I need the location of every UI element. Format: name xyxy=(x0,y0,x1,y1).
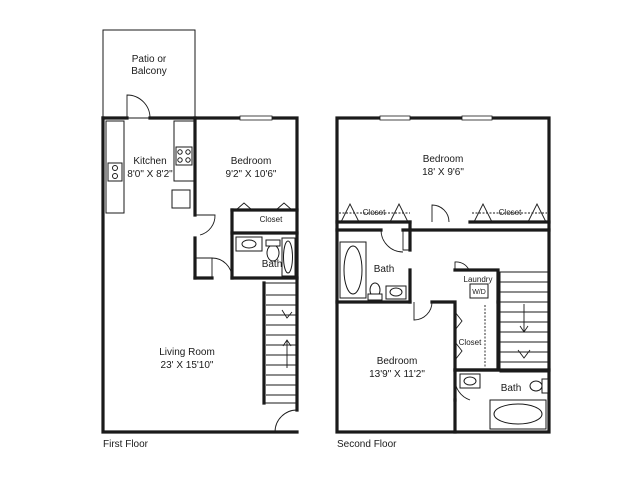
bath-sink xyxy=(235,236,263,252)
laundry-door xyxy=(454,261,470,271)
bedroom-door xyxy=(195,214,216,236)
bottom-bedroom-size: 13'9" X 11'2" xyxy=(369,369,425,380)
bottom-bedroom-label: Bedroom xyxy=(377,356,418,367)
fridge xyxy=(171,189,191,209)
third-bath-sink xyxy=(459,373,481,389)
top-bedroom-window-right xyxy=(461,115,493,121)
stair-treads-second xyxy=(500,281,549,363)
living-room-size: 23' X 15'10" xyxy=(161,360,214,371)
first-bath-label: Bath xyxy=(262,259,283,270)
stair-arrow-up xyxy=(282,339,292,368)
second-floor-caption: Second Floor xyxy=(337,439,397,450)
middle-closet-doors xyxy=(454,311,463,361)
washer-dryer-label: W/D xyxy=(472,289,486,296)
closet-right-doors xyxy=(473,202,547,223)
closet-left-label: Closet xyxy=(363,208,386,217)
first-bedroom-label: Bedroom xyxy=(231,156,272,167)
first-bedroom-size: 9'2" X 10'6" xyxy=(226,169,277,180)
top-bedroom-door xyxy=(431,204,450,223)
top-bedroom-label: Bedroom xyxy=(423,154,464,165)
bath-door xyxy=(211,257,233,279)
second-floor-plan xyxy=(335,115,551,434)
top-bedroom-window-left xyxy=(379,115,411,121)
stove xyxy=(175,146,193,166)
first-floor-outer-wall-left xyxy=(101,116,299,434)
closet-doors xyxy=(235,202,293,211)
patio-label-line2: Balcony xyxy=(131,66,167,77)
stair-break xyxy=(281,309,293,319)
living-room-label: Living Room xyxy=(159,347,215,358)
front-door xyxy=(274,409,298,433)
first-closet-label: Closet xyxy=(260,215,283,224)
closet-left-doors xyxy=(340,202,409,223)
bedroom-window xyxy=(239,115,273,121)
stair-break-second xyxy=(517,349,531,359)
third-bath-label: Bath xyxy=(501,383,522,394)
second-bath-label: Bath xyxy=(374,264,395,275)
bottom-bedroom-door xyxy=(413,301,433,321)
washer-dryer xyxy=(469,283,489,299)
third-toilet xyxy=(529,380,543,392)
stair-arrow-down xyxy=(519,304,529,333)
top-bedroom-size: 18' X 9'6" xyxy=(422,167,464,178)
closet-right-label: Closet xyxy=(499,208,522,217)
kitchen-label: Kitchen xyxy=(133,156,166,167)
bath-right-door xyxy=(454,377,471,401)
patio-label-line1: Patio or xyxy=(132,54,167,65)
middle-closet-label: Closet xyxy=(459,338,482,347)
stair-treads xyxy=(266,294,297,396)
kitchen-counter-left xyxy=(105,120,125,214)
kitchen-size: 8'0" X 8'2" xyxy=(127,169,173,180)
first-floor-caption: First Floor xyxy=(103,439,149,450)
bath-left-door xyxy=(380,229,404,253)
first-floor-plan xyxy=(101,29,299,434)
kitchen-sink xyxy=(107,162,123,182)
laundry-label: Laundry xyxy=(464,275,493,284)
patio-door xyxy=(126,94,151,119)
